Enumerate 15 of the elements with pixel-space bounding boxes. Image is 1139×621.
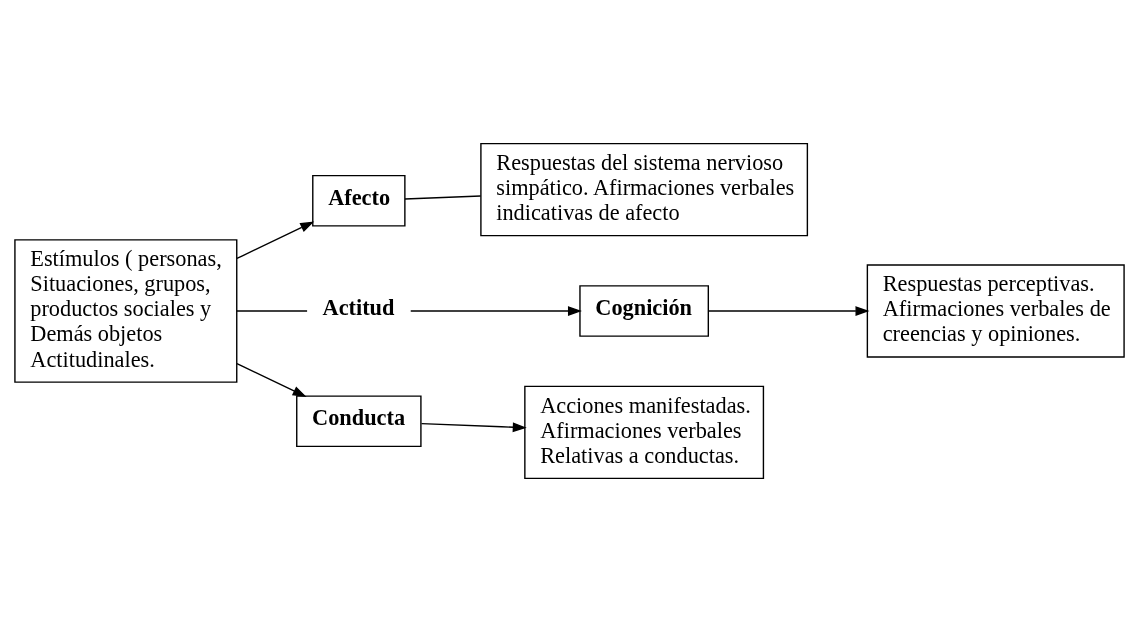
node-box: Conducta (296, 394, 422, 447)
arrow (236, 362, 307, 397)
connector (404, 194, 482, 200)
arrow (420, 421, 527, 432)
arrow (708, 305, 870, 316)
arrow (236, 221, 315, 259)
node-text: Actitud (322, 294, 395, 320)
node-box: Cognición (579, 284, 710, 337)
arrow (410, 305, 582, 316)
connector (236, 309, 308, 312)
node-box: Afecto (312, 174, 406, 227)
node-box: Estímulos ( personas, Situaciones, grupos, productos sociales y Demás objetos Actitudinales. (14, 238, 238, 383)
node-box: Respuestas perceptivas. Afirmaciones verbales de creencias y opiniones. (866, 263, 1125, 358)
node-box: Acciones manifestadas. Afirmaciones verbales Relativas a conductas. (524, 385, 765, 479)
node-box: Respuestas del sistema nervioso simpático. Afirmaciones verbales indicativas de afecto (480, 142, 809, 236)
